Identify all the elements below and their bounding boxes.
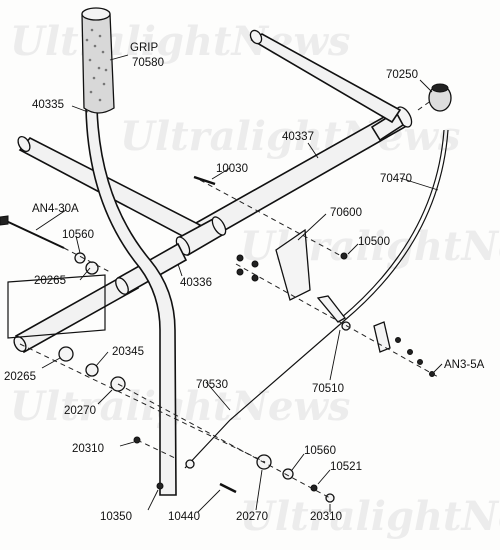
label-20270-left: 20270 <box>64 405 96 417</box>
leader-lines <box>35 54 443 513</box>
label-70470: 70470 <box>380 173 412 185</box>
label-20265-bottom: 20265 <box>4 371 36 383</box>
label-70600: 70600 <box>330 207 362 219</box>
grip-70580 <box>81 7 115 114</box>
washers-left <box>74 252 99 275</box>
bracket-bolts <box>236 252 348 282</box>
label-an4-30a: AN4-30A <box>32 203 79 215</box>
label-20310-bottom: 20310 <box>310 511 342 523</box>
watermark-text-5: UltralightNews <box>240 493 500 540</box>
linkage-70510 <box>316 295 391 353</box>
label-20310-left: 20310 <box>72 443 104 455</box>
part-labels: GRIP 70580 40335 70250 40337 70470 10030… <box>4 42 485 523</box>
label-20265-top: 20265 <box>34 275 66 287</box>
end-cap-70250 <box>428 83 452 112</box>
label-grip: GRIP <box>130 42 158 54</box>
label-40336: 40336 <box>180 277 212 289</box>
label-20345: 20345 <box>112 346 144 358</box>
label-70510: 70510 <box>312 383 344 395</box>
bolt-10030 <box>193 175 216 186</box>
bracket-70600 <box>275 228 311 301</box>
upper-tube-40337 <box>178 106 413 252</box>
label-10440: 10440 <box>168 511 200 523</box>
assembly-lines <box>19 99 441 499</box>
watermark-text-4: UltralightNews <box>10 383 350 430</box>
label-70530: 70530 <box>196 379 228 391</box>
left-plate <box>7 274 106 339</box>
label-10560-bottom: 10560 <box>304 445 336 457</box>
label-70580: 70580 <box>132 57 164 69</box>
bolt-an4 <box>0 215 65 249</box>
label-40335: 40335 <box>32 99 64 111</box>
cable-70470 <box>184 129 449 469</box>
label-20270-bottom: 20270 <box>236 511 268 523</box>
label-70250: 70250 <box>386 69 418 81</box>
label-an3-5a: AN3-5A <box>444 359 485 371</box>
label-10030: 10030 <box>216 163 248 175</box>
bolts-an3 <box>395 337 435 377</box>
control-stick <box>85 107 177 496</box>
label-10560-top: 10560 <box>62 229 94 241</box>
bottom-hardware <box>58 346 335 503</box>
label-40337: 40337 <box>282 131 314 143</box>
label-10521: 10521 <box>330 461 362 473</box>
label-10350: 10350 <box>100 511 132 523</box>
junction-sleeve-40336 <box>175 216 227 257</box>
upper-crossbar <box>249 29 402 124</box>
label-10500: 10500 <box>358 236 390 248</box>
